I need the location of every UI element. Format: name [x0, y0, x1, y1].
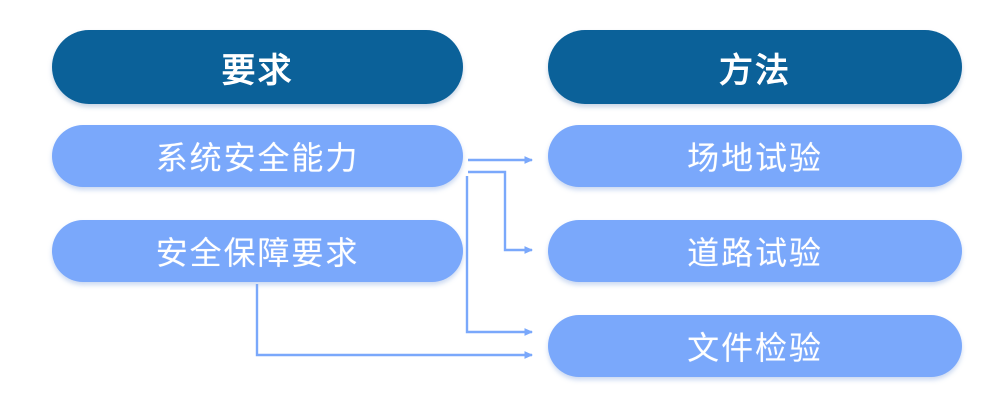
edge-system-safety-capability-to-document-inspection [465, 176, 534, 336]
edge-system-safety-capability-to-road-test [468, 170, 534, 254]
node-safety-assurance-requirements[interactable]: 安全保障要求 [52, 220, 463, 282]
node-field-test[interactable]: 场地试验 [548, 125, 962, 187]
edge-safety-assurance-requirements-to-document-inspection [255, 284, 534, 359]
node-system-safety-capability[interactable]: 系统安全能力 [52, 125, 463, 187]
node-document-inspection[interactable]: 文件检验 [548, 315, 962, 377]
column-header-requirements[interactable]: 要求 [52, 30, 463, 104]
column-header-methods[interactable]: 方法 [548, 30, 962, 104]
node-road-test[interactable]: 道路试验 [548, 220, 962, 282]
